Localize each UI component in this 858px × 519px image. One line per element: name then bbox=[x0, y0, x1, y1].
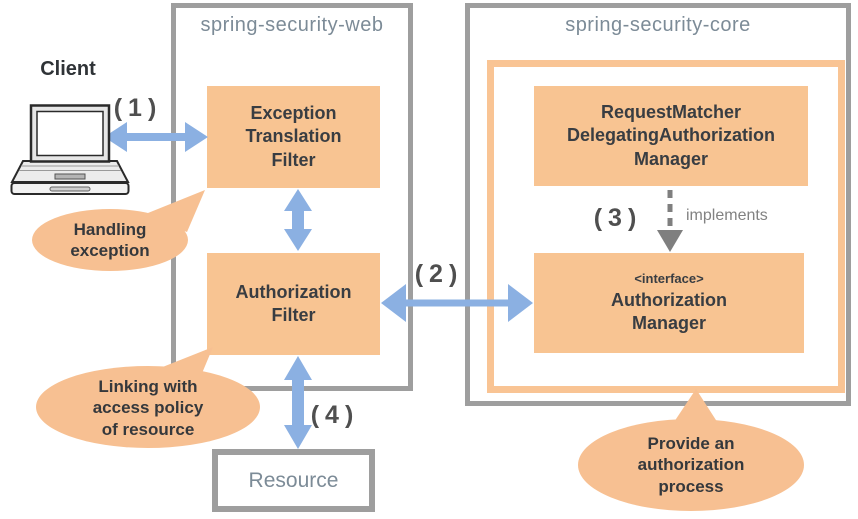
interface-stereotype: <interface> bbox=[634, 270, 704, 286]
resource-label: Resource bbox=[248, 468, 339, 492]
core-inner-frame bbox=[487, 60, 845, 393]
arrow-etf-af-double-vertical-icon bbox=[284, 189, 312, 251]
authorization-manager-label: Authorization Manager bbox=[611, 289, 727, 333]
laptop-icon bbox=[10, 104, 130, 195]
resource-box: Resource bbox=[212, 449, 375, 512]
step-4-label: (4) bbox=[310, 401, 360, 429]
web-container-title: spring-security-web bbox=[200, 14, 384, 36]
exception-translation-filter-box: Exception Translation Filter bbox=[207, 86, 380, 188]
arrow-3-implements-dashed-icon bbox=[657, 190, 683, 252]
implements-label: implements bbox=[686, 207, 768, 224]
arrow-1-double-horizontal-icon bbox=[104, 122, 208, 152]
linking-access-policy-bubble-text: Linking with access policy of resource bbox=[92, 377, 204, 439]
arrow-4-double-vertical-icon bbox=[284, 356, 312, 449]
step-2-label: (2) bbox=[414, 260, 464, 288]
linking-access-policy-bubble-icon bbox=[36, 347, 260, 448]
step-3-label: (3) bbox=[593, 204, 643, 232]
provide-authorization-bubble-icon bbox=[578, 389, 804, 511]
provide-authorization-bubble-text: Provide an authorization process bbox=[637, 434, 745, 496]
handling-exception-bubble-text: Handling exception bbox=[70, 219, 150, 260]
handling-exception-bubble-icon bbox=[32, 190, 205, 271]
request-matcher-delegating-authorization-manager-box: RequestMatcher DelegatingAuthorization M… bbox=[534, 86, 808, 186]
authorization-manager-box: <interface> Authorization Manager bbox=[534, 253, 804, 353]
core-container-title: spring-security-core bbox=[565, 14, 751, 36]
step-1-label: (1) bbox=[113, 94, 163, 122]
authorization-filter-box: Authorization Filter bbox=[207, 253, 380, 355]
client-label: Client bbox=[40, 58, 96, 80]
arrow-2-double-horizontal-icon bbox=[381, 284, 533, 322]
